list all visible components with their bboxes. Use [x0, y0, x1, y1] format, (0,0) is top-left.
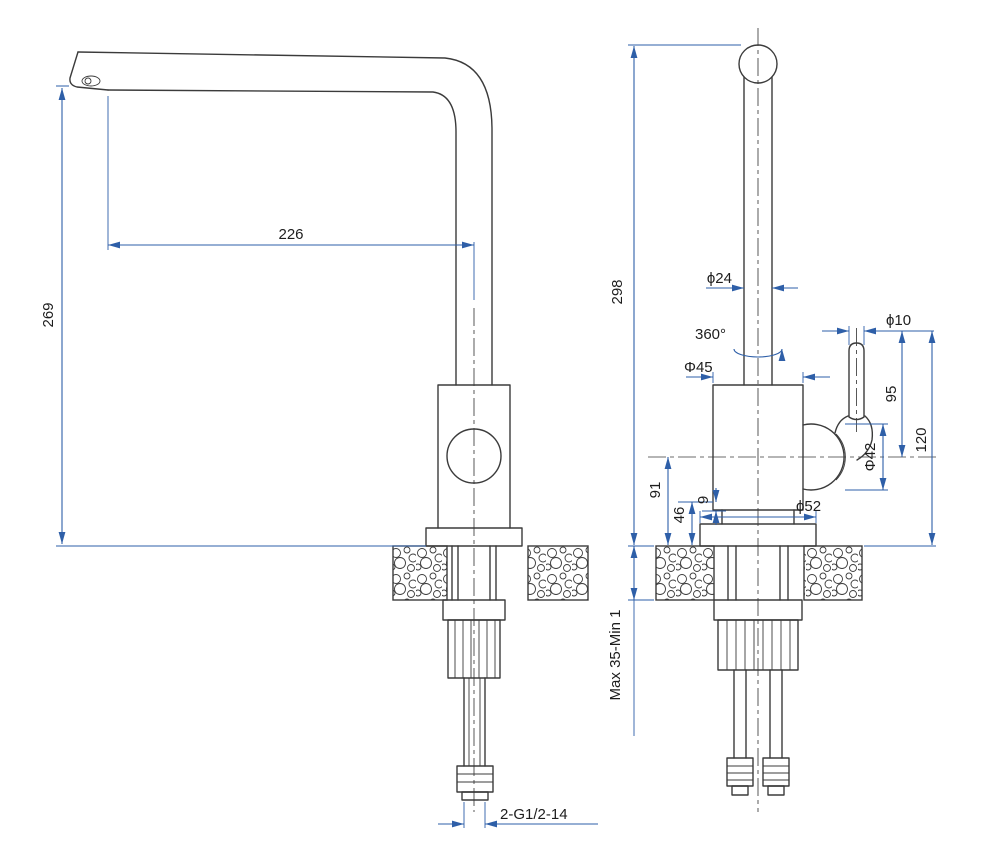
- supply-tubes: [733, 669, 783, 759]
- supply-nut-right: [762, 757, 790, 787]
- label-91: 91: [647, 482, 664, 499]
- deck-left-block-front: [655, 545, 715, 601]
- bottom-nut-threads: [457, 773, 493, 783]
- label-body-dia: Φ45: [684, 359, 713, 376]
- label-pipe-dia: ϕ24: [707, 270, 732, 287]
- aerator-icon: [81, 75, 101, 87]
- label-95: 95: [883, 386, 900, 403]
- swivel-arrow-icon: [733, 348, 786, 362]
- pipe-outline: [743, 76, 773, 386]
- supply-nut-cap-left: [731, 785, 749, 796]
- dim-center-to-deck: 91: [647, 457, 672, 545]
- bottom-nut: [456, 765, 494, 793]
- deck-left-block: [392, 545, 448, 601]
- dim-pipe-diameter: ϕ24: [706, 270, 798, 292]
- left-view: 226 269 2-G1/2-14: [40, 51, 598, 828]
- dim-spout-reach: 226: [107, 96, 475, 300]
- spout-tip: [69, 51, 109, 91]
- supply-nut-cap-right: [767, 785, 785, 796]
- dim-thread: 2-G1/2-14: [438, 802, 598, 828]
- label-swivel: 360°: [695, 326, 726, 343]
- supply-nut-threads: [727, 765, 789, 781]
- bottom-nut-cap: [461, 791, 489, 801]
- handle-cap: [834, 415, 874, 461]
- supply-nut-left: [726, 757, 754, 787]
- mounting-nut-splines: [454, 620, 496, 678]
- dim-spout-height: 269: [40, 85, 426, 547]
- right-view: 298 Max 35-Min 1 ϕ24 360° Φ45: [607, 28, 938, 812]
- deck-right-block-front: [803, 545, 863, 601]
- deck-right-block: [527, 545, 589, 601]
- dim-flange-diameter: ϕ52: [699, 498, 821, 523]
- label-height: 269: [40, 302, 57, 327]
- threaded-tube-inner: [468, 678, 481, 766]
- label-reach: 226: [278, 226, 303, 243]
- shank-thread: [451, 545, 497, 601]
- label-lever-dia: ϕ10: [886, 312, 911, 329]
- label-120: 120: [913, 427, 930, 452]
- dim-deck-thickness: Max 35-Min 1: [607, 546, 654, 736]
- label-handle-dia: Φ42: [862, 443, 879, 472]
- spout-outer-outline: [77, 51, 493, 386]
- threaded-tube: [463, 677, 486, 767]
- dim-body-diameter: Φ45: [684, 359, 830, 383]
- label-46: 46: [671, 507, 688, 524]
- dim-lever-top-to-center: 95: [883, 331, 906, 457]
- label-flange-dia: ϕ52: [796, 498, 821, 515]
- label-total-height: 298: [609, 279, 626, 304]
- label-deck-range: Max 35-Min 1: [607, 610, 624, 701]
- spout-inner-outline: [107, 89, 457, 386]
- aerator-detail: [84, 77, 92, 85]
- dim-lever-top-to-deck: 120: [864, 331, 936, 547]
- dim-total-height: 298: [609, 44, 741, 547]
- dim-mid-height: 46: [671, 501, 713, 545]
- mounting-nut-splines-front: [726, 620, 791, 670]
- label-9: 9: [695, 496, 712, 504]
- dim-swivel: 360°: [695, 326, 786, 362]
- dim-handle-diameter: Φ42: [845, 423, 888, 491]
- dim-lever-diameter: ϕ10: [822, 312, 934, 345]
- shank-thread-front: [727, 545, 789, 601]
- body-outline-front: [712, 384, 804, 511]
- label-thread: 2-G1/2-14: [500, 806, 568, 823]
